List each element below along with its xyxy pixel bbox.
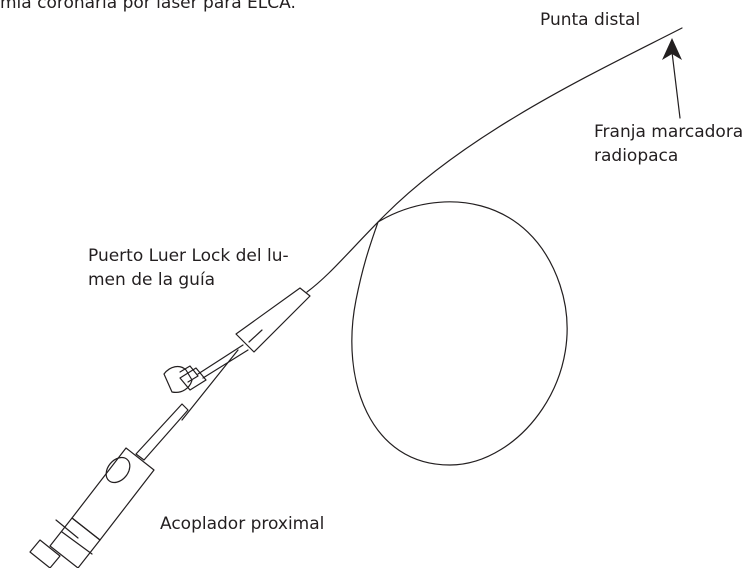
figure-caption: mia coronaria por láser para ELCA. <box>0 0 296 13</box>
bifurcation-hub <box>235 287 311 353</box>
fiber-bundle <box>181 349 239 421</box>
catheter-loop <box>351 201 568 466</box>
guidewire-lumen-arm <box>197 344 244 375</box>
hub-seam <box>248 329 263 343</box>
label-marker-band-line2: radiopaca <box>594 146 679 166</box>
arrowhead <box>662 38 682 60</box>
guidewire-lumen-arm-inner <box>202 349 249 379</box>
label-distal-tip: Punta distal <box>540 10 641 30</box>
label-luer-port: Puerto Luer Lock del lu- men de la guía <box>88 244 289 292</box>
strain-relief <box>135 403 189 461</box>
luer-lock-port-shape <box>163 365 207 393</box>
label-luer-port-line2: men de la guía <box>88 270 216 290</box>
label-luer-port-line1: Puerto Luer Lock del lu- <box>88 246 289 266</box>
catheter-shaft <box>306 27 683 293</box>
label-marker-band-line1: Franja marcadora <box>594 122 744 142</box>
label-proximal-coupler: Acoplador proximal <box>160 514 325 534</box>
label-marker-band: Franja marcadora radiopaca <box>594 120 743 168</box>
marker-leader-line <box>671 51 681 119</box>
proximal-coupler-shape <box>29 447 155 568</box>
